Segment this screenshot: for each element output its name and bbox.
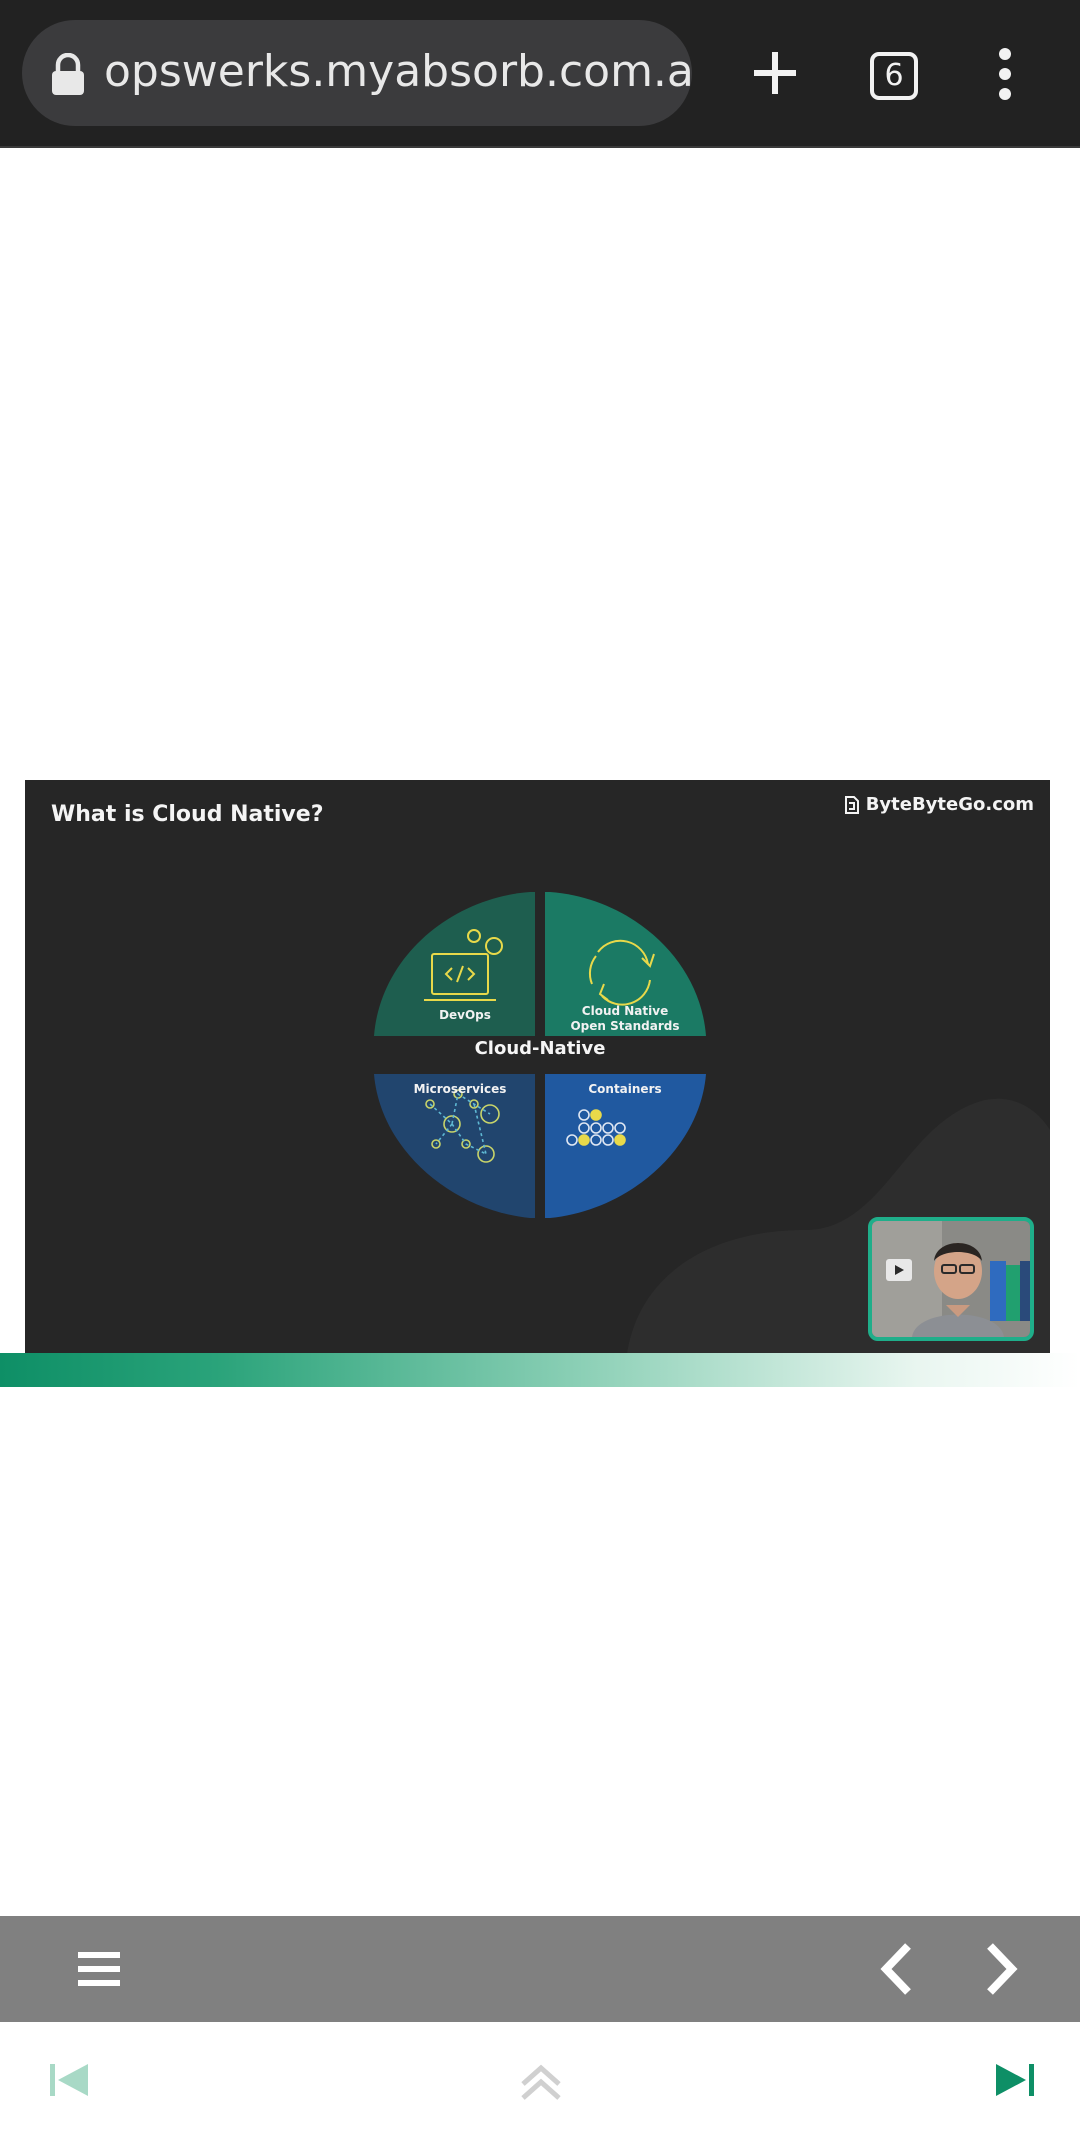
menu-icon[interactable] xyxy=(64,1934,134,2004)
address-bar[interactable]: opswerks.myabsorb.com.au xyxy=(22,20,692,126)
containers-label: Containers xyxy=(588,1082,662,1096)
cloud-native-diagram: DevOps Cloud Native Open Standards Cloud… xyxy=(370,888,710,1218)
devops-label: DevOps xyxy=(439,1008,491,1022)
lock-icon xyxy=(52,53,84,95)
microservices-quadrant xyxy=(374,1074,535,1218)
chevron-left-icon[interactable] xyxy=(864,1934,934,2004)
open-standards-quadrant xyxy=(545,892,706,1036)
video-title: What is Cloud Native? xyxy=(51,802,324,827)
plus-icon[interactable] xyxy=(740,34,810,114)
network-nodes-icon xyxy=(425,1089,500,1163)
laptop-code-icon xyxy=(424,929,503,1001)
bytebytego-logo-icon xyxy=(844,795,859,814)
double-chevron-up-icon[interactable] xyxy=(511,2050,571,2110)
cloud-native-label: Cloud-Native xyxy=(474,1038,606,1059)
diagram-quadrants xyxy=(374,892,706,1218)
presenter-image xyxy=(872,1221,1030,1337)
presenter-webcam xyxy=(868,1217,1034,1341)
open-standards-label-line2: Open Standards xyxy=(570,1019,680,1033)
progress-gradient xyxy=(0,1353,1080,1387)
open-standards-label-line1: Cloud Native xyxy=(581,1004,669,1018)
tabs-icon[interactable]: 6 xyxy=(866,34,936,114)
video-player[interactable]: What is Cloud Native? ByteByteGo.com xyxy=(25,780,1050,1353)
microservices-label: Microservices xyxy=(413,1082,507,1096)
browser-toolbar: opswerks.myabsorb.com.au 6 xyxy=(0,0,1080,148)
lesson-navigation xyxy=(0,2022,1080,2131)
skip-first-icon[interactable] xyxy=(40,2050,100,2110)
skip-last-icon[interactable] xyxy=(984,2050,1044,2110)
cycle-arrows-icon xyxy=(588,939,655,1006)
brand-text: ByteByteGo.com xyxy=(865,794,1034,815)
chevron-right-icon[interactable] xyxy=(966,1934,1036,2004)
url-text: opswerks.myabsorb.com.au xyxy=(104,46,692,97)
brand-logo: ByteByteGo.com xyxy=(844,794,1034,815)
containers-grid-icon xyxy=(566,1109,626,1146)
player-toolbar xyxy=(0,1916,1080,2022)
more-vertical-icon[interactable] xyxy=(970,34,1040,114)
tab-count: 6 xyxy=(870,52,918,100)
